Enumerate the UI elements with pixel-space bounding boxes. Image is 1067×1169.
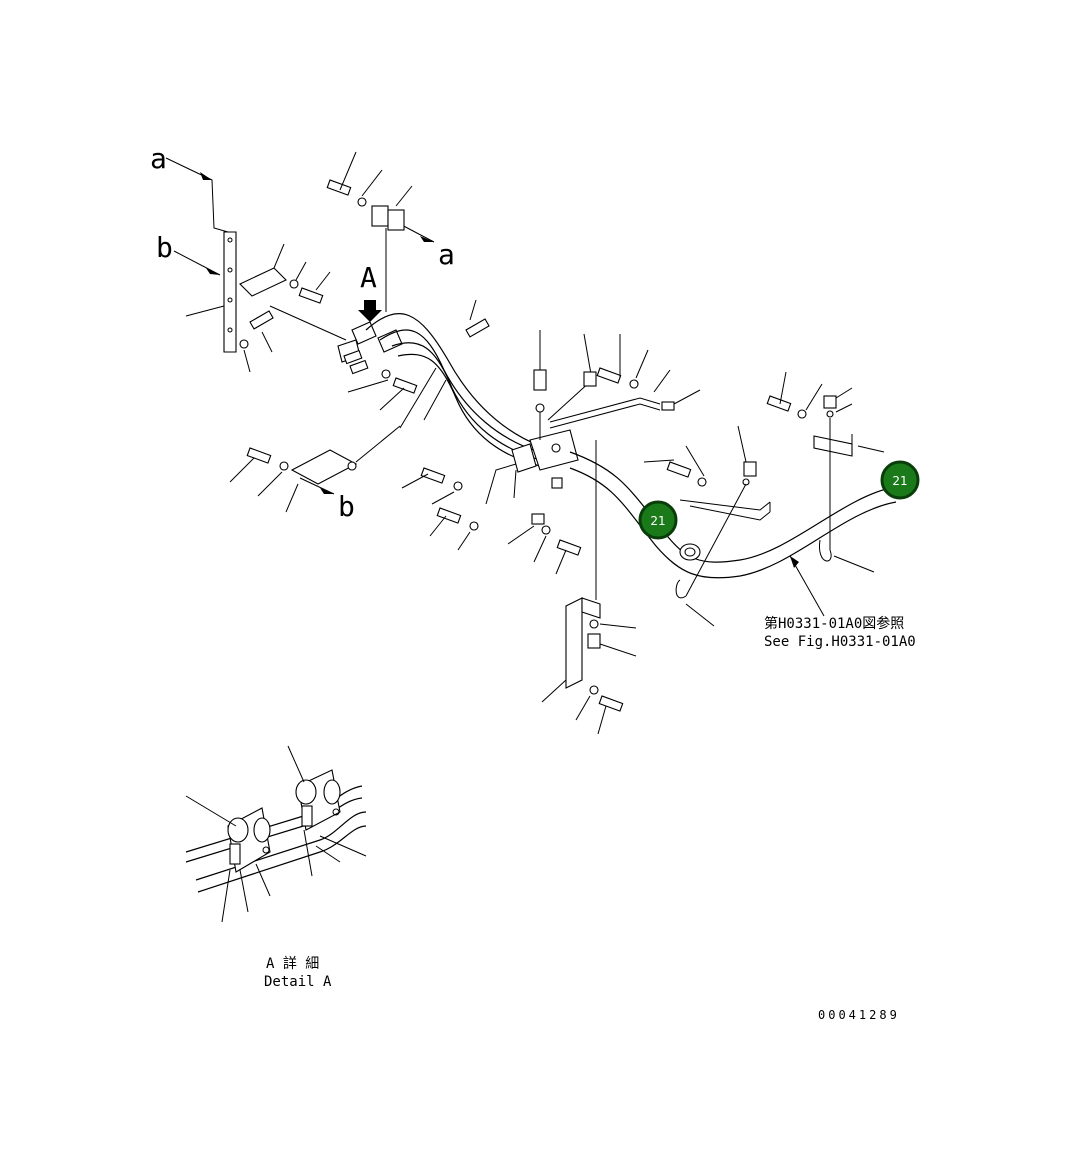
- callout-21-right-number: 21: [892, 474, 907, 488]
- callout-21-right: 21: [880, 460, 920, 500]
- view-arrow-b-in: [173, 250, 221, 276]
- view-label-a-top: a: [150, 142, 167, 175]
- view-label-b-side: b: [156, 231, 173, 264]
- vertical-support-bracket: [185, 231, 237, 353]
- lower-center-hardware: [401, 463, 582, 575]
- detail-a-direction-arrow: [358, 300, 382, 322]
- hose-bundle: [365, 313, 541, 467]
- bolt-washer-set-left: [239, 261, 331, 373]
- hose-clamp-collar: [679, 543, 701, 561]
- view-arrow-b-out: [299, 477, 335, 495]
- detail-a-caption-en: Detail A: [264, 974, 332, 990]
- callout-21-left-number: 21: [650, 514, 665, 528]
- detail-marker-label: A: [360, 261, 377, 294]
- reference-note-jp: 第H0331-01A0図参照: [764, 615, 904, 632]
- center-junction-block: [511, 330, 597, 473]
- angle-bracket-lower: [290, 425, 401, 485]
- right-side-hardware: [643, 425, 771, 627]
- detail-a-caption-jp: A 詳 細: [266, 956, 319, 972]
- clamp-cluster-a: [269, 305, 403, 375]
- small-plate-bracket: [239, 243, 287, 297]
- bolt-set-center: [347, 299, 490, 411]
- view-arrow-a-in: [165, 157, 229, 233]
- main-hose-right: [569, 451, 897, 617]
- reference-note-en: See Fig.H0331-01A0: [764, 634, 916, 650]
- upper-right-hardware: [766, 371, 885, 573]
- view-label-a-arrow: a: [438, 238, 455, 271]
- drawing-number: 00041289: [818, 1008, 900, 1022]
- callout-21-left: 21: [638, 500, 678, 540]
- view-label-b-arrow: b: [338, 490, 355, 523]
- detail-a-view: [185, 745, 367, 923]
- top-clamp-assembly: [326, 151, 413, 312]
- pipe-to-right: [549, 334, 701, 429]
- bolt-washer-lower-left: [229, 447, 299, 513]
- vertical-bracket-lower: [541, 440, 637, 735]
